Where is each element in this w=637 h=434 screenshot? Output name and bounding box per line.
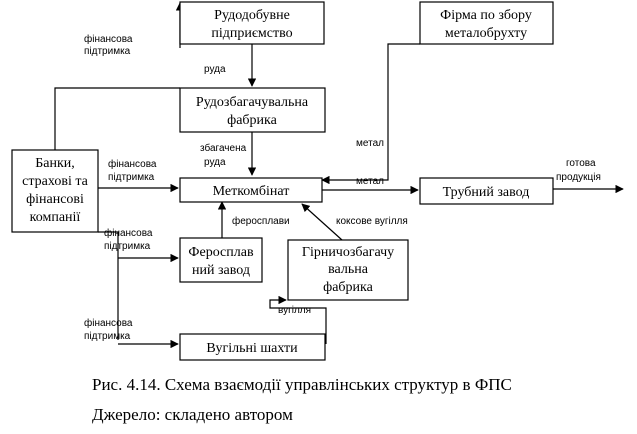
scrap-firm-label-2: металобрухту [445, 26, 527, 41]
arrow-scrap-metal [321, 43, 420, 185]
concentrate-label-1: збагачена [200, 142, 247, 154]
beneficiation-box [179, 87, 326, 133]
concentrate-label-2: руда [204, 157, 226, 168]
coal-benef-box [287, 239, 409, 301]
fin-support-coal-2: підтримка [84, 331, 131, 342]
fin-support-top-1: фінансова [84, 33, 133, 45]
coal-mines-box [179, 333, 326, 361]
scrap-metal-label: метал [356, 138, 384, 149]
arrow-coal [269, 295, 327, 344]
figure-caption: Рис. 4.14. Схема взаємодії управлінських… [92, 375, 512, 394]
fin-support-ferro-2: підтримка [104, 241, 151, 252]
coal-mines-label: Вугільні шахти [206, 341, 298, 356]
banks-box [11, 149, 99, 233]
line-banks-to-beneficiation [54, 87, 180, 150]
metal-label: метал [356, 176, 384, 187]
scrap-firm-box [419, 1, 554, 45]
banks-label-3: фінансові [26, 192, 84, 207]
fin-support-mid-2: підтримка [108, 172, 155, 183]
flow-labels: фінансова підтримка руда збагачена руда … [84, 33, 601, 342]
mining-label-1: Рудодобувне [214, 8, 290, 23]
finished-goods-label-1: готова [566, 158, 596, 169]
nodes [11, 1, 554, 361]
node-labels: Рудодобувне підприємство Фірма по збору … [22, 8, 532, 356]
ferroalloy-label-2: ний завод [192, 263, 250, 278]
mining-box [179, 1, 325, 45]
fin-support-ferro-1: фінансова [104, 227, 153, 239]
mining-label-2: підприємство [211, 26, 292, 41]
coal-benef-label-3: фабрика [323, 280, 373, 295]
coal-label: вугілля [278, 305, 311, 316]
connectors [54, 2, 624, 349]
coke-coal-label: коксове вугілля [336, 216, 408, 227]
fin-support-mid-1: фінансова [108, 158, 157, 170]
ore-label: руда [204, 64, 226, 75]
pipe-plant-box [419, 177, 554, 205]
ferroalloy-box [179, 237, 263, 283]
ferroalloy-label-1: Феросплав [188, 245, 254, 260]
ferroalloys-label: феросплави [232, 215, 290, 227]
scrap-firm-label-1: Фірма по збору [440, 8, 532, 23]
arrow-coke-coal [301, 203, 343, 241]
line-banks-down [98, 231, 119, 340]
metal-plant-label: Меткомбінат [213, 184, 290, 199]
banks-label-4: компанії [30, 210, 81, 225]
fin-support-coal-1: фінансова [84, 317, 133, 329]
banks-label-2: страхові та [22, 174, 88, 189]
fin-support-top-2: підтримка [84, 46, 131, 57]
figure-source: Джерело: складено автором [92, 405, 293, 424]
beneficiation-label-2: фабрика [227, 113, 277, 128]
finished-goods-label-2: продукція [556, 172, 601, 183]
coal-benef-label-2: вальна [328, 262, 369, 277]
banks-label-1: Банки, [35, 156, 75, 171]
beneficiation-label-1: Рудозбагачувальна [196, 95, 309, 110]
metal-plant-box [179, 177, 323, 203]
coal-benef-label-1: Гірничозбагачу [302, 245, 394, 260]
pipe-plant-label: Трубний завод [443, 185, 530, 200]
